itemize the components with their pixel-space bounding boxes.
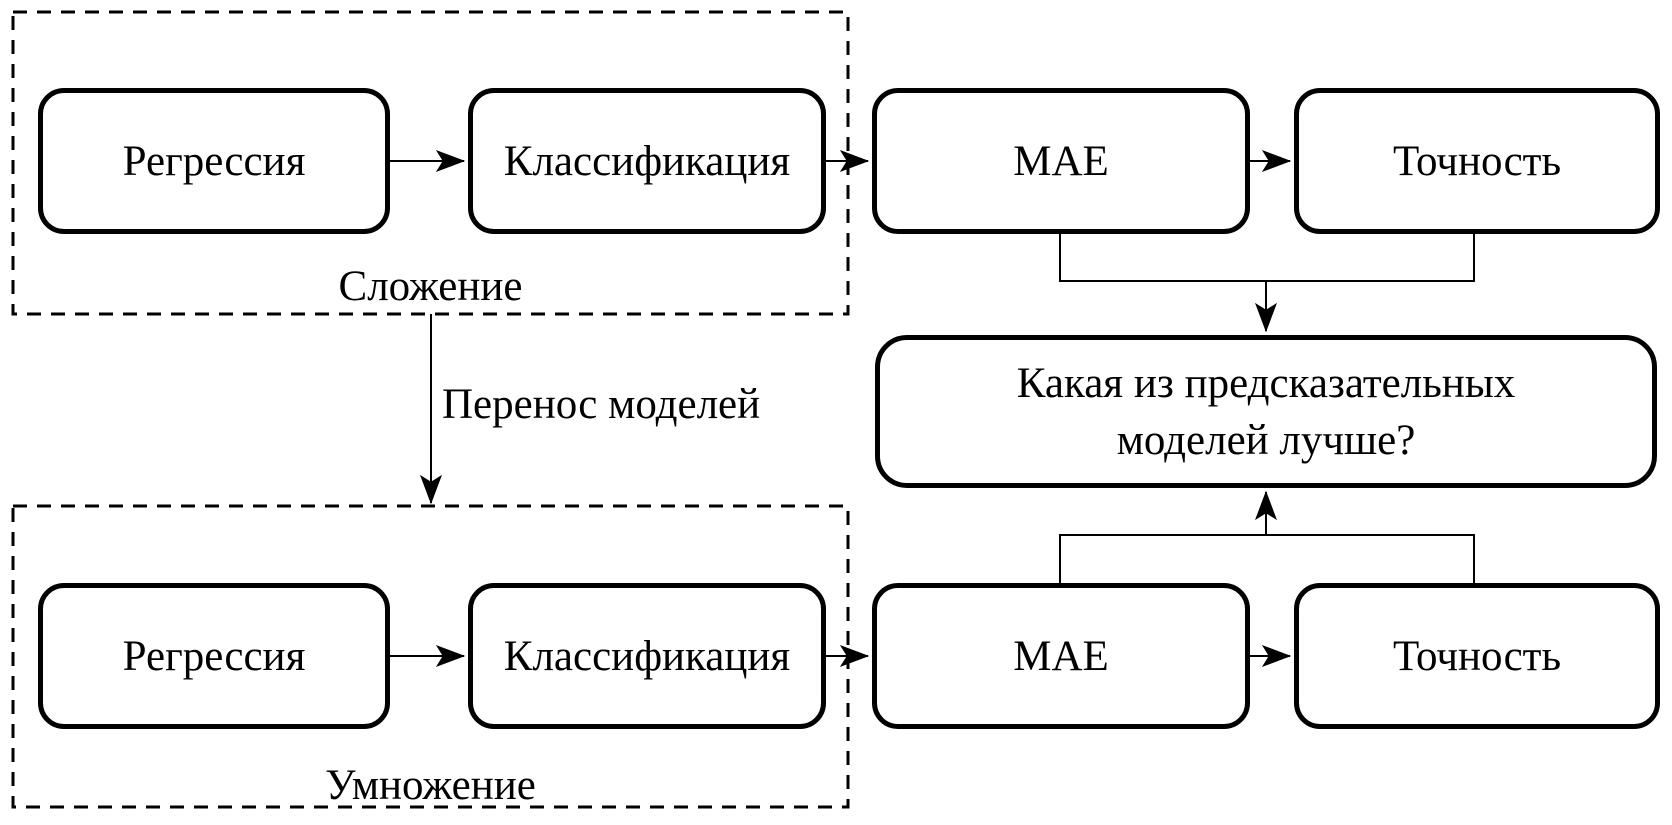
node-mae-bottom-label: MAE xyxy=(1013,632,1109,680)
node-regression-top: Регрессия xyxy=(38,88,390,234)
node-question: Какая из предсказательных моделей лучше? xyxy=(875,335,1657,488)
node-classification-bottom-label: Классификация xyxy=(503,632,791,680)
node-mae-top: MAE xyxy=(872,88,1250,234)
node-accuracy-bottom-label: Точность xyxy=(1392,632,1562,680)
node-regression-bottom-label: Регрессия xyxy=(122,632,306,680)
group-multiplication-label: Умножение xyxy=(325,762,536,809)
connector-top-metrics-merge xyxy=(1059,233,1475,282)
node-mae-bottom: MAE xyxy=(872,583,1250,729)
connector-bottom-metrics-merge xyxy=(1059,534,1475,583)
node-question-line1: Какая из предсказательных xyxy=(1016,359,1516,407)
node-question-line2: моделей лучше? xyxy=(1116,416,1416,464)
node-classification-bottom: Классификация xyxy=(468,583,826,729)
node-classification-top: Классификация xyxy=(468,88,826,234)
node-regression-top-label: Регрессия xyxy=(122,137,306,185)
node-classification-top-label: Классификация xyxy=(503,137,791,185)
node-mae-top-label: MAE xyxy=(1013,137,1109,185)
group-addition-label: Сложение xyxy=(338,263,523,310)
node-accuracy-bottom: Точность xyxy=(1294,583,1660,729)
node-accuracy-top-label: Точность xyxy=(1392,137,1562,185)
node-accuracy-top: Точность xyxy=(1294,88,1660,234)
node-regression-bottom: Регрессия xyxy=(38,583,390,729)
model-transfer-label: Перенос моделей xyxy=(442,381,761,428)
